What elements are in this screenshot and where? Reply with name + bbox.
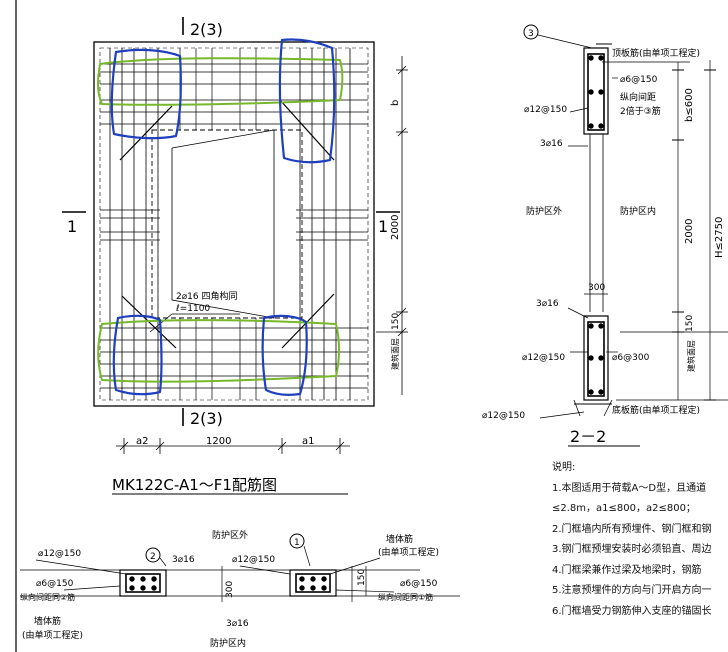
diag-bar-note-line2: ℓ=1100	[175, 304, 210, 314]
main-view-labels: 2(3) 2(3) 1 1 b 2000 150 建筑面层 2⌀16 四角构同 …	[67, 20, 401, 494]
right-dimension-line	[376, 56, 408, 395]
note-item: 1.本图适用于荷载A～D型，且通道	[552, 482, 707, 494]
stirrup-label: ⌀6@150	[620, 75, 658, 85]
section-label-bottom: 2(3)	[190, 409, 223, 428]
long-spacing-left-s11: 纵向间距同②筋	[20, 592, 75, 602]
long-spacing-line1: 纵向间距	[620, 91, 656, 103]
note-item: 5.注意预埋件的方向与门开启方向一	[552, 585, 712, 596]
note-item: 6.门框墙受力钢筋伸入支座的锚固长	[552, 605, 712, 617]
bottom-beam-bars	[100, 327, 368, 389]
section-label-top: 2(3)	[190, 20, 223, 39]
bar-3-16-left-s11: 3⌀16	[172, 555, 195, 565]
dim-150: 150	[391, 313, 401, 330]
note-item: ≤2.8m，a1≤800，a2≤800；	[552, 503, 696, 514]
bar-12-bottom-far: ⌀12@150	[482, 411, 525, 421]
wall-bar-line2: (由单项工程定)	[378, 546, 439, 558]
diagonal-corner-bars	[119, 99, 335, 349]
hand-markup	[97, 38, 344, 396]
outside-label: 防护区外	[526, 205, 562, 217]
notes-panel: 说明: 1.本图适用于荷载A～D型，且通道 ≤2.8m，a1≤800，a2≤80…	[552, 458, 728, 622]
inside-label-s11: 防护区内	[210, 637, 246, 649]
door-leaf	[171, 129, 275, 319]
right-column-bars	[299, 48, 351, 400]
dim-b: b	[390, 100, 401, 106]
section-label-right: 1	[378, 217, 388, 236]
wall-bar-line1: 墙体筋	[386, 533, 413, 545]
diag-bar-note-line1: 2⌀16 四角构同	[176, 290, 237, 302]
floor-finish-label-s22: 建筑面层	[686, 340, 696, 372]
top-slab-label: 顶板筋(由单项工程定)	[612, 47, 700, 59]
dim-2000: 2000	[390, 215, 401, 240]
dim-300-s11: 300	[225, 581, 235, 598]
dim-a2: a2	[136, 436, 149, 447]
marker-2: 2	[150, 552, 156, 562]
note-item: 4.门框梁兼作过梁及地梁时，钢筋	[552, 564, 702, 576]
right-beam-section	[289, 569, 337, 597]
dim-2000-s22: 2000	[684, 219, 695, 244]
section-1-1-labels: 防护区外 防护区内 2 1 ⌀12@150 3⌀16 ⌀12@150 墙体筋 (…	[20, 529, 439, 649]
dim-300: 300	[588, 283, 605, 293]
long-spacing-line2: 2倍于③筋	[620, 105, 661, 117]
stirrup-bottom: ⌀6@300	[612, 353, 650, 363]
bar-12-bottom-left: ⌀12@150	[522, 353, 565, 363]
marker-3-circle	[523, 24, 539, 40]
rebar-outline	[99, 47, 369, 401]
stirrup-left-s11: ⌀6@150	[36, 579, 74, 589]
mid-vertical-bars	[179, 48, 257, 400]
top-beam-section	[583, 47, 609, 135]
inside-label: 防护区内	[620, 205, 656, 217]
dim-1200: 1200	[206, 436, 231, 447]
long-spacing-right-s11: 纵向间距同①筋	[378, 592, 433, 602]
bar-3-16-top: 3⌀16	[540, 139, 563, 149]
left-beam-section	[119, 569, 167, 597]
dim-a1: a1	[302, 436, 315, 447]
mid-side-bars	[100, 209, 368, 241]
main-title: MK122C-A1～F1配筋图	[112, 476, 277, 494]
bar-3-16-mid-s11: 3⌀16	[226, 619, 249, 629]
bar-12-top: ⌀12@150	[524, 105, 567, 115]
wall-outline	[93, 41, 375, 407]
section-2-2	[523, 24, 728, 447]
bar-12-mid-s11: ⌀12@150	[232, 555, 275, 565]
bar-3-16-bottom: 3⌀16	[536, 299, 559, 309]
floor-finish-label: 建筑面层	[390, 338, 400, 370]
dim-150-s22: 150	[685, 315, 695, 332]
notes-heading: 说明:	[552, 462, 576, 473]
note-item: 3.钢门框预埋安装时必须铅直、周边	[552, 544, 712, 555]
bar-12-left-s11: ⌀12@150	[38, 549, 81, 559]
dim-150-s11: 150	[357, 569, 367, 586]
bottom-beam-section	[583, 315, 609, 401]
wall-bar-left-line2: (由单项工程定)	[22, 629, 83, 641]
dim-h: H≤2750	[714, 217, 725, 258]
wall-bar-left-line1: 墙体筋	[34, 615, 61, 627]
door-opening	[151, 129, 303, 319]
marker-3: 3	[528, 29, 534, 39]
section-2-2-title: 2－2	[570, 427, 606, 446]
stirrup-right-s11: ⌀6@150	[400, 579, 438, 589]
section-1-1	[20, 533, 460, 602]
section-label-left: 1	[67, 217, 77, 236]
left-column-bars	[109, 48, 159, 400]
outside-label-s11: 防护区外	[212, 529, 248, 541]
section-2-2-labels: 3 顶板筋(由单项工程定) ⌀6@150 纵向间距 2倍于③筋 ⌀12@150 …	[482, 29, 725, 446]
note-item: 2.门框墙内所有预埋件、钢门框和钢	[552, 523, 712, 535]
bottom-dimension-line	[116, 438, 350, 454]
bottom-slab-label: 底板筋(由单项工程定)	[612, 404, 700, 416]
top-beam-bars	[100, 63, 368, 125]
dim-b600: b≤600	[684, 88, 695, 122]
main-elevation-view	[62, 17, 408, 495]
marker-1: 1	[294, 538, 300, 548]
